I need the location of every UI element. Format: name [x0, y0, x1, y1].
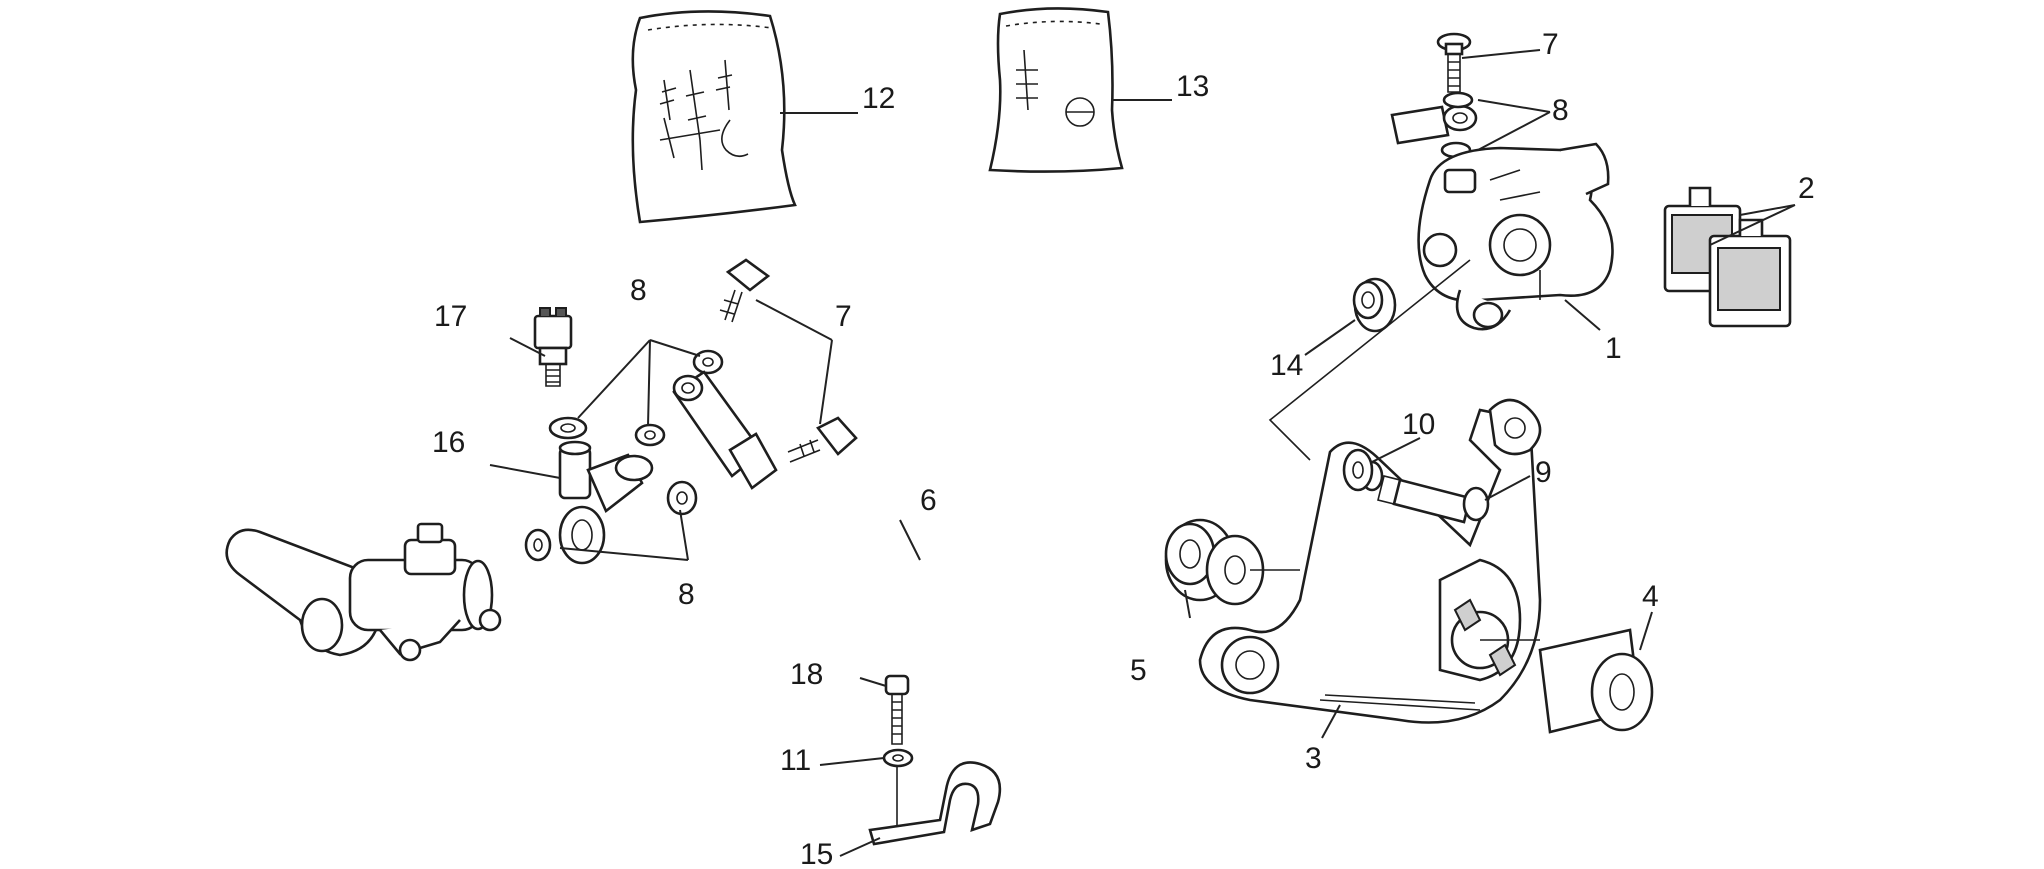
- callout-12: 12: [862, 82, 895, 115]
- callout-13: 13: [1176, 70, 1209, 103]
- callout-7-left: 7: [835, 300, 852, 333]
- callout-4: 4: [1642, 580, 1659, 613]
- leader-lines: [489, 49, 1796, 857]
- part-4-bush-right: [1480, 628, 1654, 734]
- callout-17: 17: [434, 300, 467, 333]
- callout-18: 18: [790, 658, 823, 691]
- callout-1: 1: [1605, 332, 1622, 365]
- part-10-washer: [1342, 448, 1384, 492]
- part-7-banjo-bolt-right: [1436, 32, 1474, 159]
- rear-master-cylinder: [225, 522, 502, 662]
- callout-8-bottom: 8: [678, 578, 695, 611]
- part-1-brake-caliper: [1417, 142, 1614, 331]
- part-12-pin-kit-bag: [631, 10, 797, 224]
- callout-16: 16: [432, 426, 465, 459]
- part-8-washers: [524, 349, 724, 562]
- callout-3: 3: [1305, 742, 1322, 775]
- part-14-spacer: [1352, 277, 1397, 333]
- callout-9: 9: [1535, 456, 1552, 489]
- callout-2: 2: [1798, 172, 1815, 205]
- callout-7-right: 7: [1542, 28, 1559, 61]
- part-7-banjo-bolts-left: [719, 258, 858, 463]
- callout-8-top: 8: [630, 274, 647, 307]
- part-5-bush-left: [1164, 518, 1300, 606]
- part-17-brake-light-switch: [533, 307, 573, 387]
- part-11-washer: [882, 748, 914, 768]
- part-15-hose-clamp: [868, 761, 1002, 846]
- part-16-banjo-fitting: [558, 440, 654, 565]
- callout-5: 5: [1130, 654, 1147, 687]
- callout-10: 10: [1402, 408, 1435, 441]
- callout-labels: 1 2 3 4 5 6 7 7 8 8 8 9 10 11 12 13 14 1…: [432, 28, 1815, 869]
- callout-15: 15: [800, 838, 833, 869]
- callout-8-right: 8: [1552, 94, 1569, 127]
- callout-6: 6: [920, 484, 937, 517]
- part-6-brake-hose: [672, 104, 1478, 572]
- part-9-bolt: [1377, 475, 1490, 524]
- part-2-brake-pads: [1663, 186, 1792, 328]
- callout-11: 11: [780, 744, 811, 777]
- part-3-caliper-carrier: [1198, 259, 1542, 724]
- part-13-screw-kit-bag: [988, 7, 1124, 173]
- callout-14: 14: [1270, 349, 1303, 382]
